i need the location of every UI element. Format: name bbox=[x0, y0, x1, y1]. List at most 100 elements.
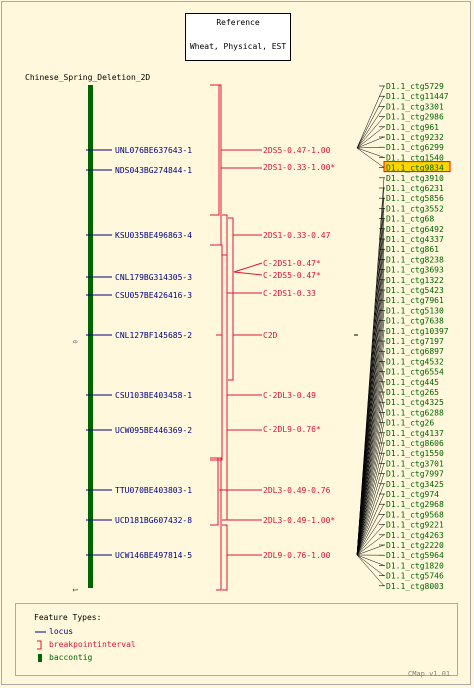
contig-connector bbox=[356, 442, 385, 556]
bar-icon bbox=[38, 654, 42, 662]
interval-bracket[interactable] bbox=[222, 214, 228, 256]
interval-bracket[interactable] bbox=[210, 457, 219, 526]
contig-label[interactable]: D1.1_ctg3693 bbox=[386, 266, 444, 275]
locus-label[interactable]: TTU070BE403803-1 bbox=[115, 486, 192, 495]
contig-label[interactable]: D1.1_ctg4337 bbox=[386, 235, 444, 244]
contig-label[interactable]: D1.1_ctg1820 bbox=[386, 561, 444, 570]
contig-connector bbox=[356, 483, 385, 556]
contig-label[interactable]: D1.1_ctg1322 bbox=[386, 276, 444, 285]
reference-map-name[interactable]: Wheat, Physical, EST bbox=[189, 42, 287, 51]
interval-label[interactable]: C-2DS5-0.47* bbox=[263, 271, 321, 280]
contig-label[interactable]: D1.1_ctg1550 bbox=[386, 449, 444, 458]
contig-label[interactable]: D1.1_ctg974 bbox=[386, 490, 439, 499]
contig-list: D1.1_ctg5729D1.1_ctg11447D1.1_ctg3301D1.… bbox=[379, 82, 451, 591]
contig-label[interactable]: D1.1_ctg11447 bbox=[386, 92, 449, 101]
contig-label[interactable]: D1.1_ctg6492 bbox=[386, 225, 444, 234]
contig-label[interactable]: D1.1_ctg5729 bbox=[386, 82, 444, 91]
contig-label[interactable]: D1.1_ctg5964 bbox=[386, 551, 444, 560]
contig-label[interactable]: D1.1_ctg5423 bbox=[386, 286, 444, 295]
interval-label[interactable]: C-2DL9-0.76* bbox=[263, 425, 321, 434]
locus-label[interactable]: KSU035BE496863-4 bbox=[115, 231, 192, 240]
interval-bracket[interactable] bbox=[228, 217, 234, 381]
contig-label[interactable]: D1.1_ctg9568 bbox=[386, 510, 444, 519]
contig-label[interactable]: D1.1_ctg9834 bbox=[386, 164, 444, 173]
interval-bracket[interactable] bbox=[210, 244, 223, 461]
contig-label[interactable]: D1.1_ctg7197 bbox=[386, 337, 444, 346]
contig-label[interactable]: D1.1_ctg4263 bbox=[386, 531, 444, 540]
contig-label[interactable]: D1.1_ctg3552 bbox=[386, 204, 444, 213]
locus-label[interactable]: UCW095BE446369-2 bbox=[115, 426, 192, 435]
contig-label[interactable]: D1.1_ctg6288 bbox=[386, 408, 444, 417]
contig-label[interactable]: D1.1_ctg1540 bbox=[386, 153, 444, 162]
contig-label[interactable]: D1.1_ctg2968 bbox=[386, 500, 444, 509]
interval-label[interactable]: C-2DL3-0.49 bbox=[263, 391, 316, 400]
contig-label[interactable]: D1.1_ctg8606 bbox=[386, 439, 444, 448]
legend-label-breakpointinterval: breakpointinterval bbox=[49, 640, 136, 649]
interval-label[interactable]: 2DS5-0.47-1.00 bbox=[263, 146, 331, 155]
interval-bracket[interactable] bbox=[222, 254, 228, 521]
contig-label[interactable]: D1.1_ctg7638 bbox=[386, 317, 444, 326]
locus-label[interactable]: UCD181BG607432-8 bbox=[115, 516, 192, 525]
interval-bracket[interactable] bbox=[222, 524, 228, 591]
contig-label[interactable]: D1.1_ctg6554 bbox=[386, 368, 444, 377]
contig-label[interactable]: D1.1_ctg7961 bbox=[386, 296, 444, 305]
contig-connector bbox=[356, 524, 385, 556]
contig-label[interactable]: D1.1_ctg3910 bbox=[386, 174, 444, 183]
interval-label[interactable]: 2DS1-0.33-0.47 bbox=[263, 231, 331, 240]
contig-label[interactable]: D1.1_ctg5130 bbox=[386, 306, 444, 315]
contig-label[interactable]: D1.1_ctg5746 bbox=[386, 572, 444, 581]
interval-label[interactable]: 2DL9-0.76-1.00 bbox=[263, 551, 331, 560]
reference-box[interactable]: Reference Wheat, Physical, EST bbox=[185, 13, 291, 61]
contig-label[interactable]: D1.1_ctg445 bbox=[386, 378, 439, 387]
contig-connector bbox=[356, 106, 385, 149]
interval-label[interactable]: C2D bbox=[263, 331, 278, 340]
locus-line-icon bbox=[35, 631, 46, 633]
contig-label[interactable]: D1.1_ctg7997 bbox=[386, 470, 444, 479]
locus-label[interactable]: CSU057BE426416-3 bbox=[115, 291, 192, 300]
contig-connector bbox=[356, 473, 385, 556]
contig-label[interactable]: D1.1_ctg6231 bbox=[386, 184, 444, 193]
map-title[interactable]: Chinese_Spring_Deletion_2D bbox=[25, 73, 150, 82]
contig-label[interactable]: D1.1_ctg3301 bbox=[386, 102, 444, 111]
contig-label[interactable]: D1.1_ctg10397 bbox=[386, 327, 449, 336]
interval-bracket[interactable] bbox=[210, 84, 220, 216]
contig-label[interactable]: D1.1_ctg4137 bbox=[386, 429, 444, 438]
contig-connector bbox=[356, 381, 385, 556]
locus-label[interactable]: UCW146BE497814-5 bbox=[115, 551, 192, 560]
contig-label[interactable]: D1.1_ctg8238 bbox=[386, 255, 444, 264]
contig-label[interactable]: D1.1_ctg861 bbox=[386, 245, 439, 254]
locus-label[interactable]: CNL127BF145685-2 bbox=[115, 331, 192, 340]
interval-bracket[interactable] bbox=[216, 334, 223, 461]
contig-label[interactable]: D1.1_ctg4532 bbox=[386, 357, 444, 366]
locus-label[interactable]: UNL076BE637643-1 bbox=[115, 146, 192, 155]
contig-label[interactable]: D1.1_ctg68 bbox=[386, 215, 434, 224]
contig-label[interactable]: D1.1_ctg5856 bbox=[386, 194, 444, 203]
contig-label[interactable]: D1.1_ctg2220 bbox=[386, 541, 444, 550]
contig-label[interactable]: D1.1_ctg8003 bbox=[386, 582, 444, 591]
contig-label[interactable]: D1.1_ctg3425 bbox=[386, 480, 444, 489]
bracket-icon bbox=[37, 640, 42, 650]
interval-label[interactable]: C-2DS1-0.47* bbox=[263, 259, 321, 268]
interval-label[interactable]: 2DS1-0.33-1.00* bbox=[263, 163, 335, 172]
locus-label[interactable]: CSU103BE403458-1 bbox=[115, 391, 192, 400]
interval-label[interactable]: C-2DS1-0.33 bbox=[263, 289, 316, 298]
interval-label[interactable]: 2DL3-0.49-0.76 bbox=[263, 486, 331, 495]
contig-label[interactable]: D1.1_ctg265 bbox=[386, 388, 439, 397]
contig-label[interactable]: D1.1_ctg4325 bbox=[386, 398, 444, 407]
loci-layer: UNL076BE637643-1NDS043BG274844-1KSU035BE… bbox=[86, 146, 192, 560]
contig-label[interactable]: D1.1_ctg9221 bbox=[386, 521, 444, 530]
locus-label[interactable]: NDS043BG274844-1 bbox=[115, 166, 192, 175]
contig-connector bbox=[356, 136, 385, 149]
map-backbone[interactable] bbox=[88, 85, 93, 588]
contig-label[interactable]: D1.1_ctg6299 bbox=[386, 143, 444, 152]
interval-bracket[interactable] bbox=[216, 457, 222, 591]
interval-label[interactable]: 2DL3-0.49-1.00* bbox=[263, 516, 335, 525]
contig-label[interactable]: D1.1_ctg26 bbox=[386, 419, 434, 428]
contig-label[interactable]: D1.1_ctg3701 bbox=[386, 459, 444, 468]
contig-label[interactable]: D1.1_ctg2986 bbox=[386, 113, 444, 122]
contig-label[interactable]: D1.1_ctg6897 bbox=[386, 347, 444, 356]
contig-label[interactable]: D1.1_ctg961 bbox=[386, 123, 439, 132]
contig-connector bbox=[356, 534, 385, 556]
locus-label[interactable]: CNL179BG314305-3 bbox=[115, 273, 192, 282]
contig-label[interactable]: D1.1_ctg9232 bbox=[386, 133, 444, 142]
